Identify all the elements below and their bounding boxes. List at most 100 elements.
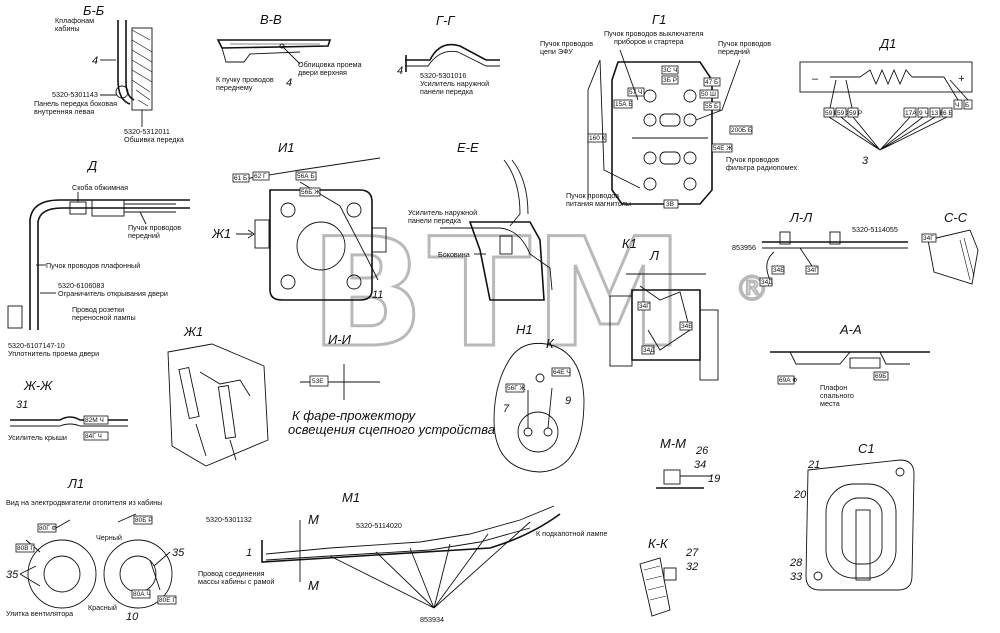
view-ii: И-И 53Е К фаре-прожектору освещения сцеп… xyxy=(288,332,495,437)
tag-g1-6: 55 Б xyxy=(705,103,718,110)
view-gg: Г-Г 4 5320-5301016 Усилитель наружной па… xyxy=(397,13,500,96)
number-7: 7 xyxy=(503,403,510,415)
number-4-gg: 4 xyxy=(397,65,403,77)
label-vv-front: переднему xyxy=(216,83,253,92)
label-l1-red: Красный xyxy=(88,603,117,612)
tag-d1-7: Ч xyxy=(955,102,959,109)
tag-d1-3: 17А xyxy=(905,110,917,117)
label-vv-lining: Облицовка проема xyxy=(298,60,362,69)
section-title-d1: Д1 xyxy=(878,36,896,51)
part-gg-5320-5301016: 5320-5301016 xyxy=(420,71,466,80)
label-l1-view: Вид на электродвигатели отопителя из каб… xyxy=(6,498,162,507)
section-title-ll: Л-Л xyxy=(789,210,812,225)
label-d-bundle: Пучок проводов xyxy=(128,223,181,232)
label-ee-reinforcement: Усилитель наружной xyxy=(408,208,477,217)
section-mark-m-bottom: М xyxy=(308,578,319,593)
tag-d1-8: Б xyxy=(965,102,969,109)
view-d1: Д1 – + 59 Р 59 Ж 59 Р 17А 9 Ч 13 Б 6 Б Ч… xyxy=(799,36,973,167)
part-d-5320-6107147-10: 5320-6107147-10 xyxy=(8,341,65,350)
tag-i1-3: 56Б Ж xyxy=(301,189,320,196)
tag-i1-0: 61 Б xyxy=(234,175,247,182)
tag-n1-1: 64Е Ч xyxy=(553,369,571,376)
view-vv: В-В Облицовка проема двери верхняя К пуч… xyxy=(216,12,362,92)
view-g1: Г1 Пучок проводов цепи ЭФУ Пучок проводо… xyxy=(540,12,797,209)
tag-d1-5: 13 Б xyxy=(931,110,944,117)
tag-d1-4: 9 Ч xyxy=(919,110,929,117)
number-3: 3 xyxy=(862,155,869,167)
tag-d1-0: 59 Р xyxy=(825,110,838,117)
label-zhzh-roof: Усилитель крыши xyxy=(8,433,67,442)
section-title-bb: Б-Б xyxy=(83,3,105,18)
tag-i1-2: 56А Б xyxy=(297,173,315,180)
label-d-bracket: Скоба обжимная xyxy=(72,183,128,192)
section-title-kk: К-К xyxy=(648,536,669,551)
tag-k1-2: 34Д xyxy=(643,347,655,354)
label-g1-bundle-radio: Пучок проводов xyxy=(566,191,619,200)
tag-l1-4: 80Е Г xyxy=(159,597,176,604)
label-d-door-seal: Уплотнитель проема двери xyxy=(8,349,99,358)
tag-i1-1: 62 Г xyxy=(254,173,267,180)
view-mm: М-М 26 34 19 xyxy=(656,436,720,489)
watermark-registered-mark: ® xyxy=(735,269,769,309)
label-d-front: передний xyxy=(128,231,160,240)
label-gg-front-panel: панели передка xyxy=(420,87,473,96)
part-ll-5320-5114055: 5320-5114055 xyxy=(852,225,898,234)
view-d: Д Скоба обжимная Пучок проводов передний… xyxy=(7,158,190,358)
section-title-mm: М-М xyxy=(660,436,686,451)
label-g1-front: передний xyxy=(718,47,750,56)
number-19: 19 xyxy=(708,473,720,485)
number-4-vv: 4 xyxy=(286,77,292,89)
number-27: 27 xyxy=(685,547,699,559)
tag-ss-0: 34Г xyxy=(923,235,934,242)
part-m1-5320-5301132: 5320-5301132 xyxy=(206,515,252,524)
label-gg-reinforcement: Усилитель наружной xyxy=(420,79,489,88)
section-title-l1: Л1 xyxy=(67,476,84,491)
tag-g1-5: 50 Ш xyxy=(701,91,716,98)
label-bb-cab: кабины xyxy=(55,24,80,33)
view-c1: С1 21 20 28 33 xyxy=(789,441,915,591)
tag-k1-1: 34Б xyxy=(681,323,693,330)
tag-ll-1: 34Г xyxy=(807,267,818,274)
number-35-left: 35 xyxy=(6,569,19,581)
number-4-bb: 4 xyxy=(92,55,98,67)
number-1: 1 xyxy=(246,547,252,559)
tag-l1-3: 80А Ч xyxy=(133,591,151,598)
part-d-5320-6106083: 5320-6106083 xyxy=(58,281,104,290)
view-zhzh: Ж-Ж 31 82М Ч 84Г Ч Усилитель крыши xyxy=(8,378,128,442)
section-title-gg: Г-Г xyxy=(436,13,455,28)
label-ii-to-headlamp: К фаре-прожектору xyxy=(292,408,417,423)
tag-g1-10: 3В xyxy=(666,201,674,208)
number-20: 20 xyxy=(793,489,807,501)
section-mark-k: К xyxy=(546,336,555,351)
number-10: 10 xyxy=(126,611,139,623)
part-m1-853934: 853934 xyxy=(420,615,444,624)
tag-ll-2: 34Д xyxy=(761,279,773,286)
tag-d1-6: 6 Б xyxy=(943,110,953,117)
section-title-aa: А-А xyxy=(839,322,862,337)
view-bb: Б-Б Кплафонам кабины 4 5320-5301143 Пане… xyxy=(34,3,184,144)
tag-zhzh-1: 84Г Ч xyxy=(85,433,102,440)
label-bb-panel: Панель передка боковая xyxy=(34,99,117,108)
view-k1: К1 Л 34Г 34Б 34Д xyxy=(609,236,719,381)
part-bb-5320-5301143: 5320-5301143 xyxy=(52,90,98,99)
tag-l1-0: 80Г Ф xyxy=(39,525,57,532)
tag-g1-4: 47 Б xyxy=(705,79,718,86)
tag-ll-0: 34Б xyxy=(773,267,785,274)
section-title-vv: В-В xyxy=(260,12,282,27)
label-aa-place: места xyxy=(820,399,840,408)
tag-g1-1: 3Б Р xyxy=(663,77,677,84)
label-g1-bundle-filter: Пучок проводов xyxy=(726,155,779,164)
tag-k1-0: 34Г xyxy=(639,303,650,310)
label-d-portable-lamp: переносной лампы xyxy=(72,313,136,322)
section-mark-m-top: М xyxy=(308,512,319,527)
tag-d1-2: 59 Р xyxy=(849,110,862,117)
part-bb-5320-5312011: 5320-5312011 xyxy=(124,127,170,136)
label-g1-radio: питания магнитолы xyxy=(566,199,631,208)
section-title-zh1: Ж1 xyxy=(183,324,203,339)
tag-g1-8: 200Б Б xyxy=(731,127,752,134)
section-title-ee: Е-Е xyxy=(457,140,479,155)
view-n1: Н1 К 56Г Ж 64Е Ч 7 9 xyxy=(493,322,585,473)
label-m1-to-hood-lamp: К подкапотной лампе xyxy=(536,529,607,538)
symbol-plus: + xyxy=(958,73,965,85)
